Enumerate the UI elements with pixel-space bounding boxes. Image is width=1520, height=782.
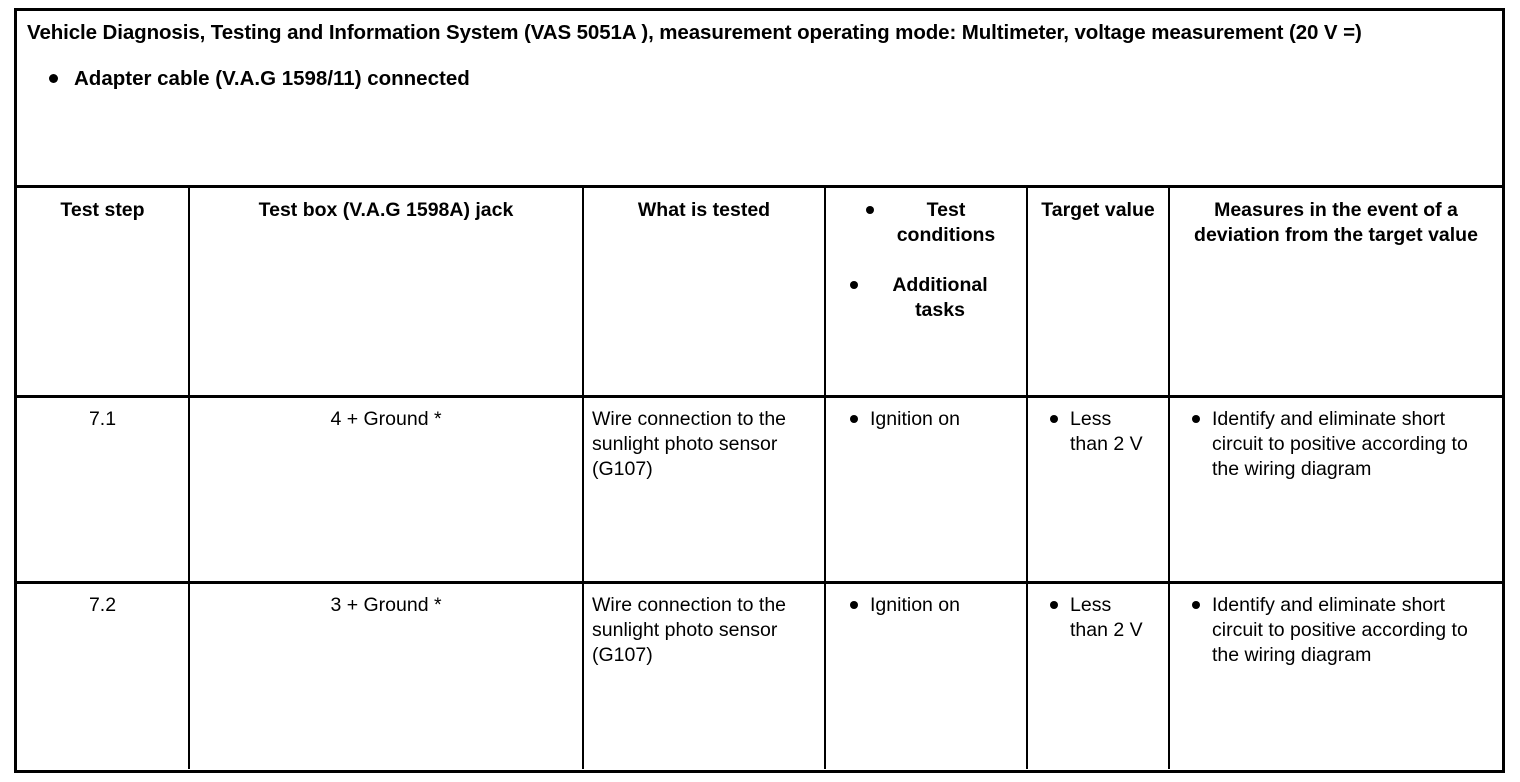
list-item: Identify and eliminate short circuit to … <box>1178 407 1496 482</box>
cell-measures: Identify and eliminate short circuit to … <box>1168 581 1502 769</box>
cell-test-box-jack-value: 3 + Ground * <box>330 594 442 616</box>
column-header-what-is-tested: What is tested <box>582 186 825 398</box>
bullet-icon <box>49 74 58 84</box>
column-header-test-box-jack: Test box (V.A.G 1598A) jack <box>188 186 583 398</box>
list-item: Test conditions <box>832 198 1020 247</box>
column-header-target-value: Target value <box>1026 186 1169 398</box>
list-item: Less than 2 V <box>1036 593 1162 643</box>
cell-what-is-tested: Wire connection to the sunlight photo se… <box>582 581 825 769</box>
column-header-test-conditions-label: Test conditions <box>896 199 996 246</box>
cell-test-conditions: Ignition on <box>824 396 1027 583</box>
list-item: Identify and eliminate short circuit to … <box>1178 593 1496 668</box>
cell-test-step-value: 7.1 <box>88 408 117 430</box>
intro-bullet-label: Adapter cable (V.A.G 1598/11) connected <box>74 67 470 91</box>
intro-bullet-list: Adapter cable (V.A.G 1598/11) connected <box>27 66 1492 93</box>
bullet-icon <box>1192 601 1200 609</box>
cell-test-box-jack-value: 4 + Ground * <box>330 408 442 430</box>
table-row: 7.2 3 + Ground * Wire connection to the … <box>17 581 1502 769</box>
cell-what-is-tested: Wire connection to the sunlight photo se… <box>582 396 825 583</box>
cell-target-value-value: Less than 2 V <box>1070 408 1143 455</box>
cell-test-step: 7.2 <box>17 581 189 769</box>
list-item: Ignition on <box>834 593 1020 618</box>
page-title-line-2: measurement (20 V =) <box>1151 21 1362 44</box>
cell-test-step: 7.1 <box>17 397 189 583</box>
column-header-additional-tasks-label: Additional tasks <box>892 274 988 321</box>
bullet-icon <box>1050 415 1058 423</box>
cell-test-conditions-list: Ignition on <box>826 584 1026 618</box>
cell-target-value-list: Less than 2 V <box>1028 584 1168 643</box>
cell-measures-value: Identify and eliminate short circuit to … <box>1212 594 1468 666</box>
cell-test-conditions-value: Ignition on <box>870 408 960 430</box>
cell-target-value-value: Less than 2 V <box>1070 594 1143 641</box>
cell-test-step-value: 7.2 <box>88 594 117 616</box>
column-header-target-value-label: Target value <box>1041 199 1155 221</box>
cell-test-conditions-list: Ignition on <box>826 398 1026 432</box>
cell-what-is-tested-value: Wire connection to the sunlight photo se… <box>592 594 787 666</box>
cell-test-conditions: Ignition on <box>824 581 1027 769</box>
bullet-icon <box>1050 601 1058 609</box>
column-header-what-is-tested-label: What is tested <box>637 199 771 221</box>
cell-test-box-jack: 4 + Ground * <box>188 396 583 583</box>
column-header-measures: Measures in the event of a deviation fro… <box>1168 186 1502 398</box>
page-title: Vehicle Diagnosis, Testing and Informati… <box>27 19 1492 46</box>
table-header-row: Test step Test box (V.A.G 1598A) jack Wh… <box>17 186 1502 398</box>
column-header-test-box-jack-label: Test box (V.A.G 1598A) jack <box>258 199 514 221</box>
bullet-icon <box>850 281 858 290</box>
page-title-line-1: Vehicle Diagnosis, Testing and Informati… <box>27 21 1146 44</box>
cell-target-value: Less than 2 V <box>1026 396 1169 583</box>
cell-measures-value: Identify and eliminate short circuit to … <box>1212 408 1468 480</box>
cell-test-box-jack: 3 + Ground * <box>188 581 583 769</box>
table-body: 7.1 4 + Ground * Wire connection to the … <box>17 396 1502 769</box>
list-item: Additional tasks <box>832 273 1020 322</box>
list-item: Less than 2 V <box>1036 407 1162 457</box>
test-steps-table: Test step Test box (V.A.G 1598A) jack Wh… <box>17 185 1502 769</box>
cell-measures-list: Identify and eliminate short circuit to … <box>1170 398 1502 482</box>
cell-measures-list: Identify and eliminate short circuit to … <box>1170 584 1502 668</box>
bullet-icon <box>866 206 874 214</box>
cell-test-conditions-value: Ignition on <box>870 594 960 616</box>
column-header-test-step-label: Test step <box>60 199 145 221</box>
column-header-measures-label: Measures in the event of a deviation fro… <box>1194 199 1478 246</box>
list-item: Ignition on <box>834 407 1020 432</box>
document-intro: Vehicle Diagnosis, Testing and Informati… <box>17 11 1502 185</box>
bullet-icon <box>850 601 858 609</box>
column-header-test-conditions-list: Test conditions Additional tasks <box>826 188 1026 322</box>
table-header: Test step Test box (V.A.G 1598A) jack Wh… <box>17 186 1502 398</box>
cell-what-is-tested-value: Wire connection to the sunlight photo se… <box>592 408 787 480</box>
list-item: Adapter cable (V.A.G 1598/11) connected <box>27 66 1492 93</box>
column-header-test-conditions: Test conditions Additional tasks <box>824 186 1027 398</box>
bullet-icon <box>1192 415 1200 423</box>
cell-measures: Identify and eliminate short circuit to … <box>1168 396 1502 583</box>
table-row: 7.1 4 + Ground * Wire connection to the … <box>17 396 1502 583</box>
bullet-icon <box>850 415 858 423</box>
document-page: Vehicle Diagnosis, Testing and Informati… <box>14 8 1505 773</box>
cell-target-value-list: Less than 2 V <box>1028 398 1168 457</box>
cell-target-value: Less than 2 V <box>1026 581 1169 769</box>
column-header-test-step: Test step <box>17 186 189 398</box>
